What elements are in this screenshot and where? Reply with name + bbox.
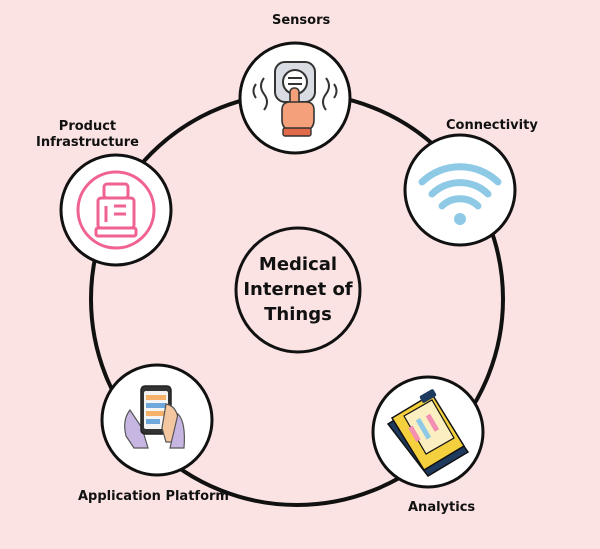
center-title-line: Things: [264, 304, 332, 325]
product-infrastructure-node: [59, 153, 173, 267]
touch-sensor-icon: [252, 61, 338, 137]
center-title-line: Internet of: [243, 279, 353, 300]
analytics-label: Analytics: [408, 500, 476, 515]
application-platform-node: [100, 363, 214, 477]
analytics-clipboard-icon: [386, 389, 470, 477]
sensors-node: [238, 41, 352, 155]
product-infrastructure-label-line: Infrastructure: [36, 135, 139, 150]
center-title: Medical Internet of Things: [238, 252, 358, 327]
connectivity-node: [403, 133, 517, 247]
product-infrastructure-label-line: Product: [58, 119, 117, 134]
connectivity-label: Connectivity: [446, 118, 538, 133]
sensors-label: Sensors: [272, 13, 331, 28]
center-title-line: Medical: [258, 254, 338, 275]
product-infrastructure-label: Product Infrastructure: [36, 119, 139, 151]
center-circle: [234, 226, 362, 354]
wifi-icon: [418, 163, 502, 225]
phone-in-hand-icon: [124, 385, 185, 449]
lab-device-icon: [76, 170, 156, 250]
analytics-node: [371, 375, 485, 489]
application-platform-label: Application Platform: [78, 489, 229, 504]
